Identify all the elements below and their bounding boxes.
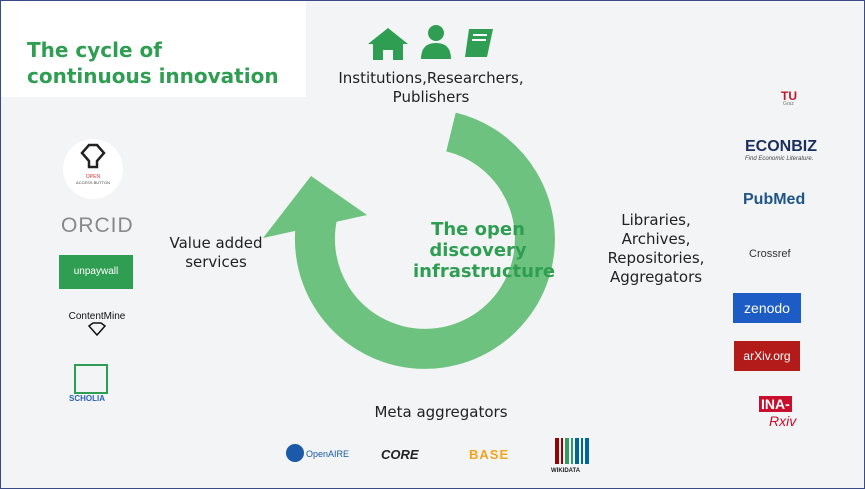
core-logo: CORE xyxy=(381,447,419,462)
home-icon xyxy=(368,28,408,60)
econbiz-tagline: Find Economic Literature. xyxy=(745,156,814,162)
center-label: The open discovery infrastructure xyxy=(413,219,556,282)
tu-graz-logo: TU xyxy=(781,89,797,103)
value-added-label: Value added services xyxy=(169,234,263,271)
open-access-button-logo: OPEN ACCESS BUTTON xyxy=(63,139,123,199)
person-icon xyxy=(421,25,451,59)
inarxiv-logo: INA- xyxy=(759,396,792,412)
crossref-logo: Crossref xyxy=(749,248,791,260)
inarxiv-logo-sub: Rxiv xyxy=(769,413,797,429)
title-box xyxy=(1,1,306,97)
lightbulb-icon xyxy=(80,143,106,169)
wikidata-barcode xyxy=(555,438,589,464)
wikidata-logo: WIKIDATA xyxy=(551,468,581,474)
unpaywall-logo: unpaywall xyxy=(59,255,133,289)
tu-graz-small: Graz xyxy=(783,101,794,107)
page-title: The cycle of continuous innovation xyxy=(27,38,279,88)
base-logo: BASE xyxy=(469,447,510,462)
stakeholders-label: Institutions,Researchers, Publishers xyxy=(338,69,524,106)
contentmine-logo: ContentMine xyxy=(59,311,135,339)
book-icon xyxy=(465,29,493,57)
zenodo-logo: zenodo xyxy=(733,293,801,323)
libraries-label: Libraries, Archives, Repositories, Aggre… xyxy=(607,211,705,286)
meta-aggregators-label: Meta aggregators xyxy=(374,403,508,421)
econbiz-logo: ECONBIZ xyxy=(745,138,817,155)
diamond-icon xyxy=(87,322,107,337)
scholia-icon xyxy=(74,364,108,394)
pubmed-logo: PubMed xyxy=(743,191,806,208)
openaire-logo: OpenAIRE xyxy=(306,449,350,459)
arxiv-logo: arXiv.org xyxy=(734,341,800,371)
orcid-logo: ORCID xyxy=(61,214,134,237)
openaire-icon xyxy=(286,444,304,462)
scholia-logo: SCHOLIA xyxy=(69,394,105,403)
